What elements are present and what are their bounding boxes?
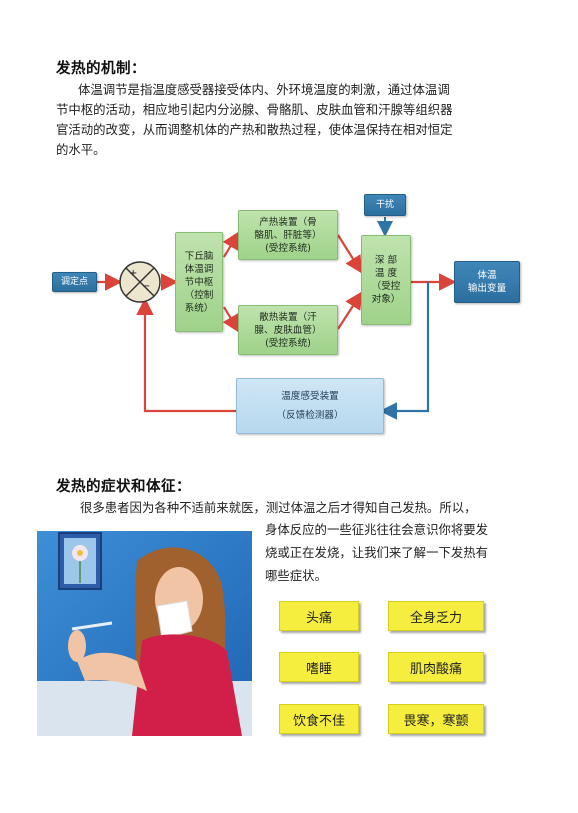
heat-production-line: (受控系统) — [265, 242, 311, 254]
temperature-sensor-box: 温度感受装置 （反馈检测器） — [236, 378, 384, 434]
sick-woman-photo — [37, 531, 252, 736]
symptom-tag: 肌肉酸痛 — [388, 652, 484, 682]
temperature-sensor-line: （反馈检测器） — [276, 410, 344, 421]
symptoms-line-4: 哪些症状。 — [265, 568, 327, 583]
setpoint-label: 调定点 — [60, 276, 88, 287]
symptoms-heading: 发热的症状和体征： — [56, 479, 191, 495]
symptoms-line-3: 烧或正在发烧，让我们来了解一下发热有 — [265, 545, 489, 560]
symptom-tag: 嗜睡 — [279, 652, 359, 682]
hypothalamus-line: 下丘脑 — [184, 250, 214, 262]
heat-production-line: 骼肌、肝脏等） — [254, 229, 322, 241]
thermoregulation-diagram: + − 调定点 下丘脑 体温调 节中枢 （控制 系统） 产热装置（骨 骼肌、肝脏… — [40, 185, 540, 434]
disturbance-box: 干扰 — [364, 194, 406, 216]
hypothalamus-line: 节中枢 — [184, 276, 214, 288]
heat-dissipation-line: 散热装置（汗 — [259, 311, 317, 323]
heat-production-box: 产热装置（骨 骼肌、肝脏等） (受控系统) — [238, 210, 338, 260]
setpoint-box: 调定点 — [52, 272, 97, 292]
symptom-tag: 头痛 — [279, 601, 359, 631]
output-variable-line: 体温 — [477, 270, 497, 281]
heat-dissipation-line: 腺、皮肤血管） — [254, 324, 322, 336]
mechanism-line-4: 的水平。 — [56, 142, 106, 157]
mechanism-line-1: 体温调节是指温度感受器接受体内、外环境温度的刺激，通过体温调 — [78, 82, 450, 97]
heat-production-line: 产热装置（骨 — [259, 216, 317, 228]
disturbance-label: 干扰 — [375, 199, 394, 210]
hypothalamus-line: 体温调 — [184, 263, 214, 275]
comparator-minus-sign: − — [142, 281, 151, 292]
mechanism-heading: 发热的机制： — [56, 61, 146, 77]
symptom-tag: 饮食不佳 — [279, 704, 359, 734]
hypothalamus-line: （控制 — [184, 289, 214, 301]
symptom-tag: 畏寒，寒颤 — [388, 704, 484, 734]
core-temperature-line: 温 度 — [374, 268, 398, 279]
comparator-plus-sign: + — [129, 268, 138, 279]
core-temperature-line: 对象） — [371, 294, 401, 305]
mechanism-line-2: 节中枢的活动，相应地引起内分泌腺、骨骼肌、皮肤血管和汗腺等组织器 — [56, 102, 453, 117]
mechanism-line-3: 官活动的改变，从而调整机体的产热和散热过程，使体温保持在相对恒定 — [56, 122, 453, 137]
output-variable-line: 输出变量 — [467, 283, 507, 294]
heat-dissipation-box: 散热装置（汗 腺、皮肤血管） (受控系统) — [238, 305, 338, 355]
symptoms-line-1: 很多患者因为各种不适前来就医，测过体温之后才得知自己发热。所以， — [80, 500, 477, 515]
heat-dissipation-line: (受控系统) — [265, 337, 311, 349]
core-temperature-line: 深 部 — [374, 255, 398, 266]
symptom-tag: 全身乏力 — [388, 601, 484, 631]
output-variable-box: 体温 输出变量 — [454, 261, 520, 303]
hypothalamus-line: 系统） — [184, 302, 214, 314]
hypothalamus-box: 下丘脑 体温调 节中枢 （控制 系统） — [175, 232, 223, 332]
temperature-sensor-line: 温度感受装置 — [281, 391, 339, 402]
symptoms-line-2: 身体反应的一些征兆往往会意识你将要发 — [265, 522, 489, 537]
core-temperature-line: （受控 — [371, 281, 401, 292]
diagram-arrows — [97, 217, 457, 420]
core-temperature-box: 深 部 温 度 （受控 对象） — [361, 235, 411, 325]
